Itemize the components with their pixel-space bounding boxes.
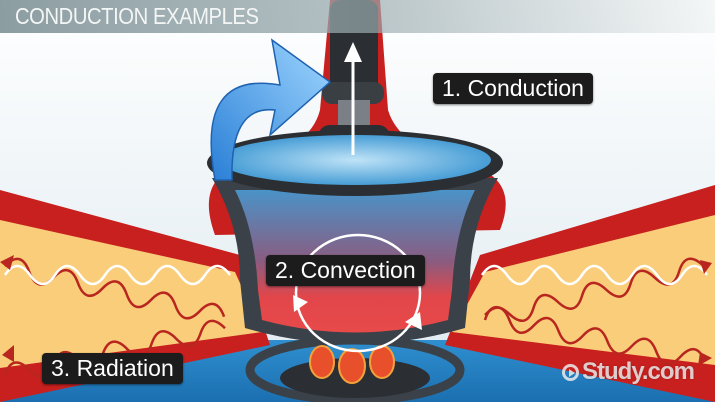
page-title: CONDUCTION EXAMPLES bbox=[15, 3, 259, 29]
arrowhead-icon bbox=[344, 42, 362, 62]
arrowhead-icon bbox=[0, 255, 14, 270]
arrowhead-icon bbox=[405, 312, 422, 330]
radiation-wave bbox=[480, 264, 709, 286]
watermark: Study.com bbox=[562, 358, 695, 386]
radiation-wave bbox=[484, 306, 707, 366]
arrowhead-icon bbox=[2, 345, 14, 362]
heat-flow-arrow bbox=[210, 38, 332, 181]
water-surface bbox=[219, 135, 491, 185]
radiation-label: 3. Radiation bbox=[42, 353, 183, 384]
left-radiation-band bbox=[0, 220, 262, 368]
arrowhead-icon bbox=[700, 260, 712, 274]
play-circle-icon bbox=[562, 363, 579, 381]
watermark-text: Study.com bbox=[582, 358, 695, 385]
convection-label: 2. Convection bbox=[266, 255, 425, 286]
conduction-label: 1. Conduction bbox=[433, 73, 593, 104]
radiation-wave bbox=[3, 264, 232, 286]
arrowhead-icon bbox=[698, 352, 712, 366]
title-bar: CONDUCTION EXAMPLES bbox=[0, 0, 715, 33]
arrowhead-icon bbox=[293, 295, 308, 312]
convection-loop bbox=[294, 233, 422, 353]
